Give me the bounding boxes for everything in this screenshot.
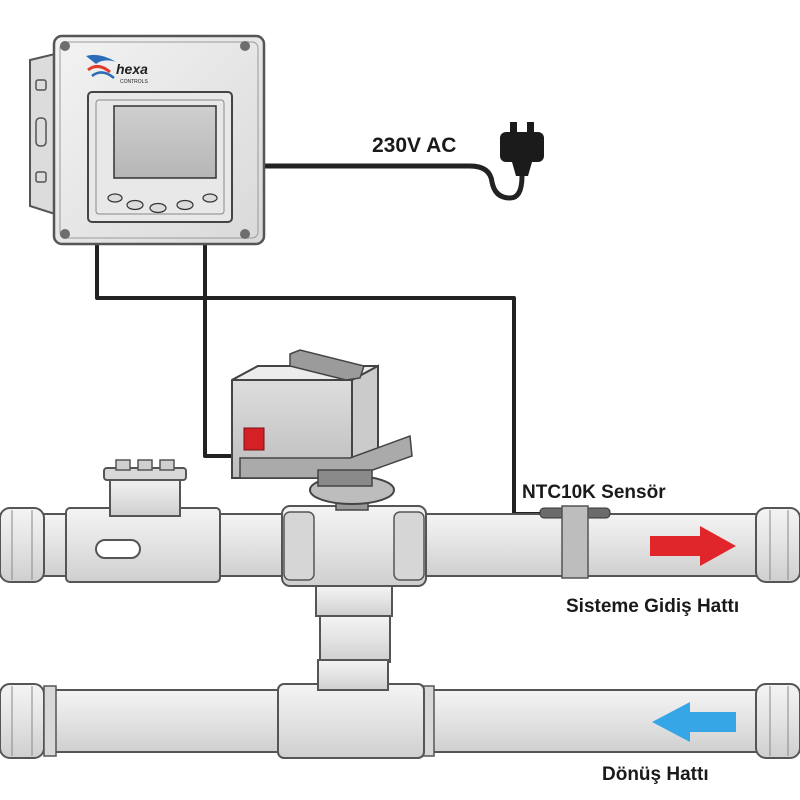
actuator-cable bbox=[203, 242, 236, 458]
screw-icon bbox=[240, 41, 250, 51]
power-plug-icon bbox=[500, 122, 544, 176]
mounting-bracket bbox=[29, 52, 56, 216]
logo-subtext: CONTROLS bbox=[120, 79, 148, 85]
lcd-screen bbox=[113, 105, 217, 179]
logo-text: hexa bbox=[116, 61, 148, 77]
return-arrow-icon bbox=[652, 702, 736, 742]
sensor-label: NTC10K Sensör bbox=[522, 482, 666, 503]
button-5 bbox=[202, 193, 218, 203]
power-cable bbox=[262, 163, 525, 201]
controller-unit: hexa CONTROLS bbox=[29, 34, 266, 246]
power-label: 230V AC bbox=[372, 134, 456, 157]
button-1 bbox=[107, 193, 123, 203]
valve-actuator bbox=[231, 349, 413, 487]
hexa-logo: hexa CONTROLS bbox=[86, 54, 148, 85]
screw-icon bbox=[60, 41, 70, 51]
supply-arrow-icon bbox=[650, 526, 736, 566]
return-tee-fitting bbox=[277, 659, 425, 759]
return-line-label: Dönüş Hattı bbox=[602, 764, 709, 785]
return-pipe bbox=[0, 659, 800, 759]
strainer-fitting bbox=[65, 459, 221, 583]
button-4 bbox=[176, 199, 194, 211]
actuator-indicator bbox=[243, 427, 265, 451]
ntc-sensor-clamp bbox=[539, 505, 611, 579]
screw-icon bbox=[240, 229, 250, 239]
three-way-valve bbox=[281, 475, 427, 663]
button-3 bbox=[149, 202, 167, 214]
screw-icon bbox=[60, 229, 70, 239]
supply-line-label: Sisteme Gidiş Hattı bbox=[566, 596, 739, 617]
manual-lever-icon bbox=[289, 349, 365, 381]
button-2 bbox=[126, 199, 144, 211]
control-buttons bbox=[107, 193, 218, 214]
